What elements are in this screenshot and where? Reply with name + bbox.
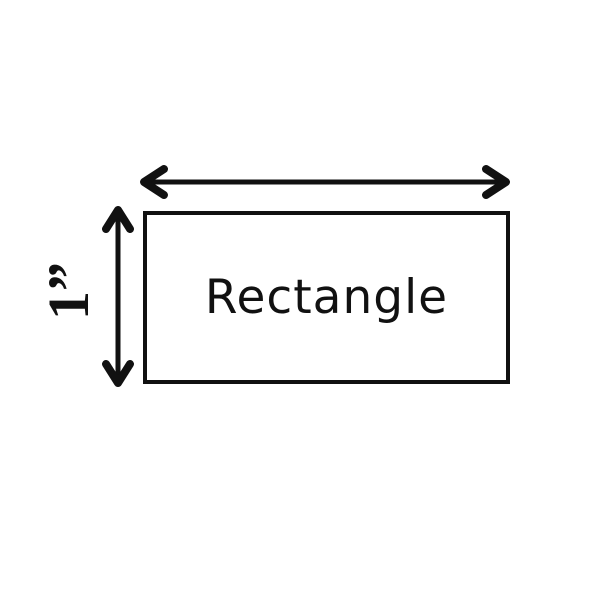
arrow-left-head-icon xyxy=(140,165,168,199)
shape-label: Rectangle xyxy=(204,270,449,325)
height-dimension-arrow xyxy=(102,206,134,387)
rectangle-shape xyxy=(143,211,510,384)
arrow-right-head-icon xyxy=(482,165,510,199)
arrow-up-head-icon xyxy=(102,206,134,233)
height-dimension-label: 1” xyxy=(35,262,101,320)
arrow-down-head-icon xyxy=(102,360,134,387)
width-dimension-arrow xyxy=(140,165,510,199)
